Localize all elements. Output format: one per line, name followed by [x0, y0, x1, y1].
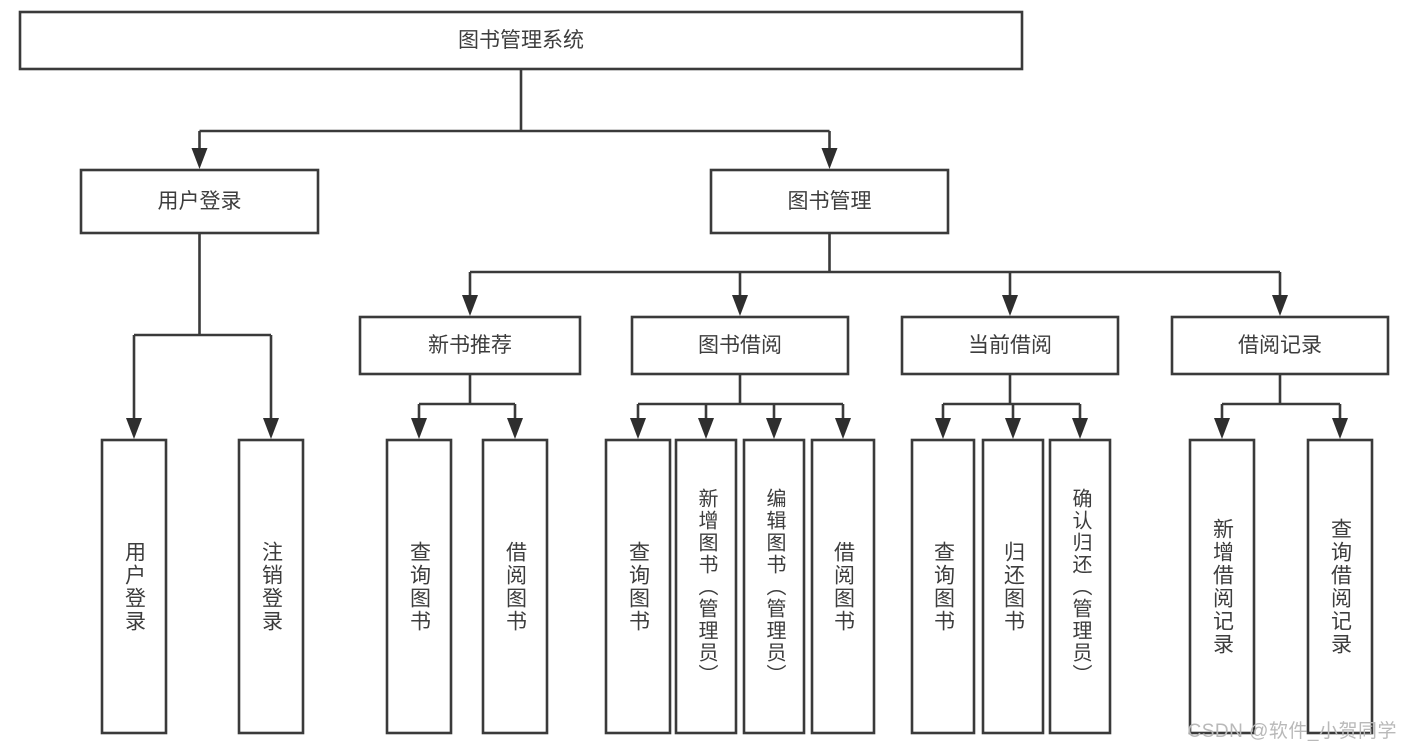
level2-node-box[interactable] [1170, 315, 1390, 376]
leaf-node-label: 编辑图书（管理员） [763, 487, 785, 686]
arrow-head-icon [1072, 418, 1088, 439]
arrow-head-icon [766, 418, 782, 439]
leaf-node-box[interactable] [604, 438, 672, 735]
leaf-node-label: 归还图书 [1001, 540, 1025, 633]
leaf-node-label: 查询图书 [931, 540, 955, 633]
root-node-label: 图书管理系统 [458, 29, 584, 52]
leaf-node-box[interactable] [742, 438, 806, 735]
arrow-head-icon [411, 418, 427, 439]
level2-node-label: 新书推荐 [428, 334, 512, 357]
connectors-layer [126, 69, 1348, 439]
arrow-head-icon [1272, 295, 1288, 316]
arrow-head-icon [732, 295, 748, 316]
arrow-head-icon [507, 418, 523, 439]
leaf-node-box[interactable] [237, 438, 305, 735]
leaf-node-box[interactable] [674, 438, 738, 735]
leaf-node-label: 注销登录 [259, 540, 283, 633]
arrow-head-icon [1002, 295, 1018, 316]
arrow-head-icon [126, 418, 142, 439]
leaf-node-box[interactable] [481, 438, 549, 735]
leaf-node-box[interactable] [981, 438, 1045, 735]
leaf-node-box[interactable] [1188, 438, 1256, 735]
boxes-layer [18, 10, 1390, 735]
leaf-node-box[interactable] [910, 438, 976, 735]
leaf-node-label: 确认归还（管理员） [1069, 487, 1091, 686]
leaf-node-label: 查询图书 [407, 540, 431, 633]
leaf-node-label: 借阅图书 [503, 540, 527, 633]
leaf-node-box[interactable] [385, 438, 453, 735]
leaf-node-box[interactable] [810, 438, 876, 735]
leaf-node-box[interactable] [1306, 438, 1374, 735]
arrow-head-icon [821, 148, 838, 169]
level1-node-box[interactable] [79, 168, 320, 235]
level2-node-box[interactable] [900, 315, 1120, 376]
arrow-head-icon [935, 418, 951, 439]
leaf-node-label: 用户登录 [122, 540, 146, 633]
leaf-node-label: 借阅图书 [831, 540, 855, 633]
level2-node-label: 当前借阅 [968, 334, 1052, 357]
arrow-head-icon [835, 418, 851, 439]
level2-node-label: 图书借阅 [698, 334, 782, 357]
arrow-head-icon [462, 295, 478, 316]
watermark-text: CSDN @软件_小贺同学 [1187, 721, 1397, 742]
arrow-head-icon [1332, 418, 1348, 439]
arrow-head-icon [630, 418, 646, 439]
level2-node-label: 借阅记录 [1238, 334, 1322, 357]
root-node-box[interactable] [18, 10, 1024, 71]
level2-node-box[interactable] [358, 315, 582, 376]
arrow-head-icon [1005, 418, 1021, 439]
level2-node-box[interactable] [630, 315, 850, 376]
leaf-node-label: 查询借阅记录 [1328, 517, 1352, 656]
arrow-head-icon [263, 418, 279, 439]
leaf-node-label: 查询图书 [626, 540, 650, 633]
leaf-node-label: 新增借阅记录 [1210, 517, 1234, 656]
arrow-head-icon [1214, 418, 1230, 439]
leaf-node-box[interactable] [1048, 438, 1112, 735]
leaf-node-box[interactable] [100, 438, 168, 735]
arrow-head-icon [191, 148, 208, 169]
level1-node-label: 图书管理 [788, 190, 872, 213]
arrow-head-icon [698, 418, 714, 439]
leaf-node-label: 新增图书（管理员） [695, 487, 717, 686]
level1-node-label: 用户登录 [158, 190, 242, 213]
level1-node-box[interactable] [709, 168, 950, 235]
